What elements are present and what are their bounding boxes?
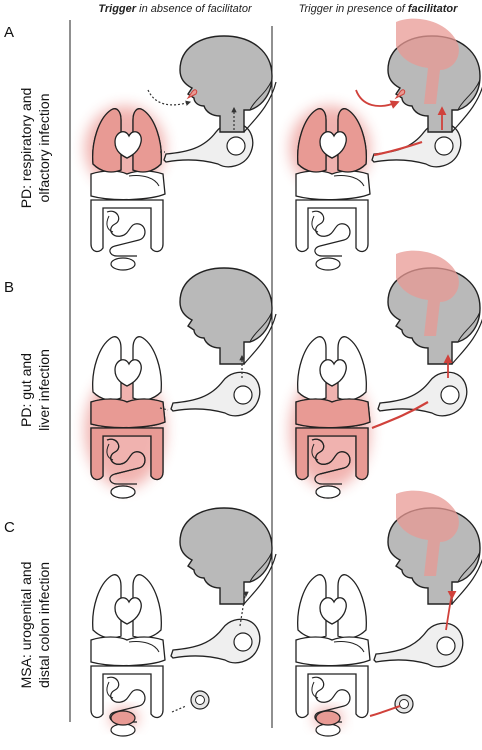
neuron-ganglion: [373, 622, 464, 668]
header-left-bold: Trigger: [98, 3, 136, 15]
panel-a-right: [290, 18, 482, 271]
row-label-b: PD: gut and liver infection: [18, 349, 52, 431]
brain-pathology: [396, 250, 459, 336]
spinal-red-arrow: [445, 590, 457, 631]
panel-b-right: [290, 250, 482, 499]
olfactory-dotted-arrow: [147, 89, 192, 106]
panel-letter-b: B: [4, 279, 14, 296]
colon-nerve-dots: [171, 705, 187, 713]
row-label-c-line2: distal colon infection: [36, 562, 52, 688]
row-label-c: MSA: urogenital and distal colon infecti…: [18, 562, 52, 689]
olfactory-bulb: [186, 89, 198, 100]
infected-nerve-fiber: [373, 140, 423, 157]
header-right: Trigger in presence of facilitator: [299, 3, 458, 15]
neuron-ganglion: [170, 371, 261, 417]
infected-nerve-fiber: [369, 705, 401, 717]
row-label-a-line1: PD: respiratory and: [18, 88, 34, 209]
spinal-dotted-arrow: [239, 591, 249, 627]
brain-head: [179, 267, 277, 365]
panel-letter-c: C: [4, 519, 15, 536]
panel-letter-a: A: [4, 24, 14, 41]
row-label-b-line1: PD: gut and: [18, 353, 34, 427]
sacral-ganglion-core: [195, 695, 205, 705]
brain-pathology: [396, 18, 459, 104]
neuron-ganglion: [170, 618, 261, 664]
panel-b-left: [85, 267, 277, 499]
olfactory-red-arrow: [355, 89, 400, 109]
body-illustration: [295, 336, 371, 499]
header-right-bold: facilitator: [408, 3, 458, 15]
infected-nerve-fiber: [371, 401, 429, 430]
panel-c-right: [295, 490, 482, 737]
header-left: Trigger in absence of facilitator: [98, 3, 253, 15]
sacral-ganglion-core: [399, 699, 409, 709]
neuron-ganglion: [377, 371, 468, 417]
gut-nerve-dots: [159, 407, 169, 411]
body-illustration: [90, 108, 166, 271]
row-label-a-line2: olfactory infection: [36, 94, 52, 203]
row-label-b-line2: liver infection: [36, 349, 52, 431]
body-illustration: [295, 574, 371, 737]
brain-head: [179, 35, 277, 133]
olfactory-bulb: [394, 89, 406, 100]
row-label-a: PD: respiratory and olfactory infection: [18, 88, 52, 209]
header-left-rest: in absence of facilitator: [136, 3, 253, 15]
brain-pathology: [396, 490, 459, 576]
body-illustration: [90, 574, 166, 737]
body-illustration: [295, 108, 371, 271]
body-illustration: [90, 336, 166, 499]
header-right-lead: Trigger in presence of: [299, 3, 408, 15]
row-label-c-line1: MSA: urogenital and: [18, 562, 34, 689]
panel-c-left: [90, 507, 277, 737]
brain-head: [179, 507, 277, 605]
panel-a-left: [85, 35, 277, 271]
